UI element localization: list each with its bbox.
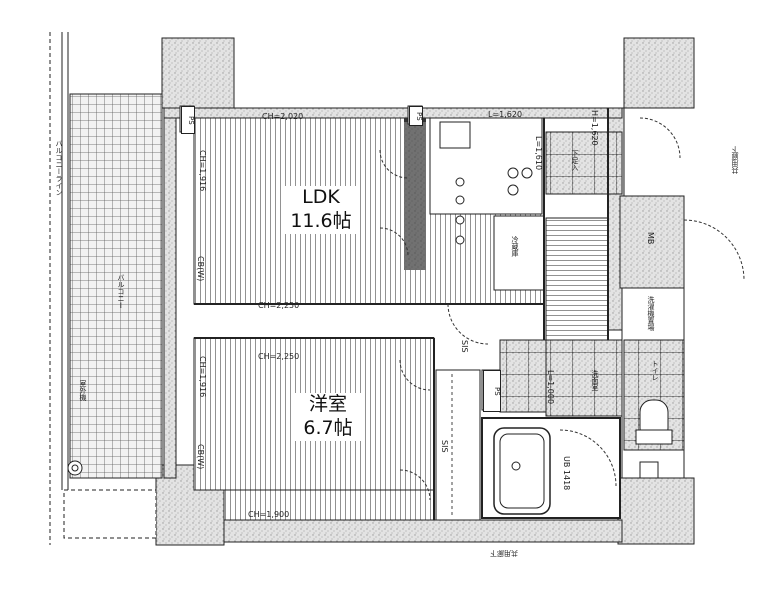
yoshitsu-size: 6.7帖	[303, 416, 353, 439]
balcony-label: バルコニー	[117, 274, 125, 309]
ch-wall-1-label: CH=1,916	[198, 150, 207, 192]
corridor-right-label: 共用廊下	[731, 146, 739, 174]
mb-label: MB	[646, 232, 655, 245]
bathroom	[435, 369, 621, 521]
ps-left-tag: PS	[181, 106, 195, 134]
door-swings	[379, 117, 745, 501]
yoshitsu-name: 洋室	[308, 393, 347, 415]
corridor-bottom-label: 共用廊下	[490, 549, 518, 557]
balcony-rail-label: バルコニーライン	[55, 140, 63, 196]
shoebox-label: 下足入	[571, 150, 579, 171]
ch-hall-label: H=1,620	[590, 110, 599, 146]
ch-kitchen-label: L=1,620	[488, 110, 523, 119]
ch-kitchen-2-label: L=1,610	[534, 136, 543, 171]
ldk-name: LDK	[302, 186, 340, 208]
yoshitsu-room-label: 洋室 6.7帖	[293, 393, 363, 441]
toilet-fixture	[635, 399, 673, 445]
toilet-label: トイレ	[651, 360, 659, 381]
laundry-label: 洗濯機置場	[647, 296, 655, 331]
ldk-floor	[193, 117, 545, 305]
unit-bath-label: UB 1418	[562, 456, 571, 491]
ps-right-tag: PS	[483, 370, 501, 412]
ch-yoshitsu-label: CH=2,250	[258, 352, 300, 361]
cb-2-label: CB(W)	[196, 444, 205, 470]
ch-bath-label: L=1,000	[546, 370, 555, 405]
ps-top-tag: PS	[409, 106, 423, 126]
outdoor-unit-label: 室外機	[79, 380, 87, 401]
sis-1-label: SIS	[460, 340, 469, 353]
balcony	[49, 32, 163, 545]
hallway	[499, 131, 685, 451]
partitions	[194, 108, 609, 520]
washroom-label: 洗面室	[591, 370, 599, 391]
ldk-size: 11.6帖	[290, 209, 352, 232]
kitchen-fixtures	[439, 121, 533, 245]
cb-1-label: CB(W)	[196, 256, 205, 282]
refrigerator-label: 冷蔵庫	[511, 236, 519, 257]
sis-2-label: SIS	[440, 440, 449, 453]
ch-ldk-label: CH=2,020	[262, 112, 304, 121]
ldk-room-label: LDK 11.6帖	[283, 186, 359, 234]
ch-ldk-2-label: CH=2,250	[258, 301, 300, 310]
ch-wall-2-label: CH=1,916	[198, 356, 207, 398]
ch-bottom-label: CH=1,900	[248, 510, 290, 519]
